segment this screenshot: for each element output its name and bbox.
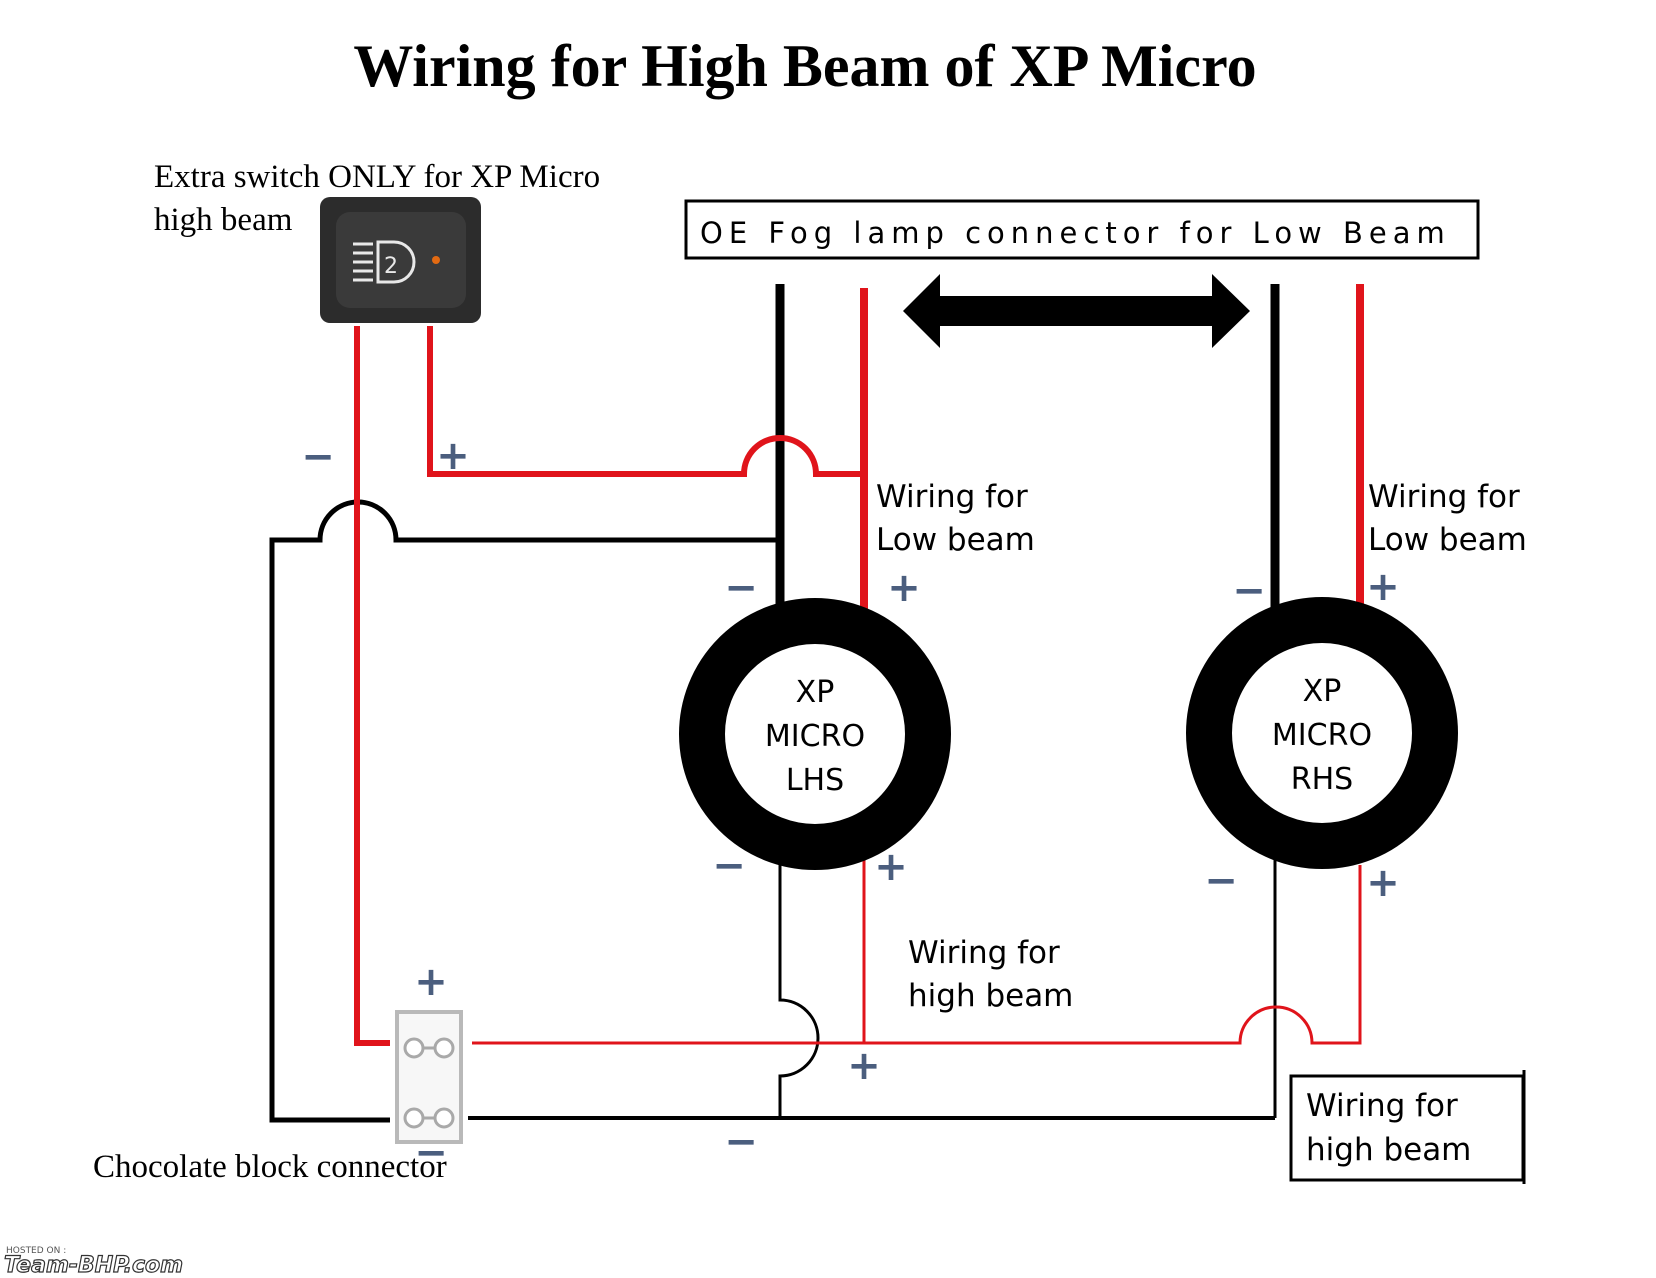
minus-sign: −: [724, 1119, 758, 1165]
negative-wires: [269, 284, 1280, 1123]
plus-sign: +: [887, 565, 921, 611]
plus-sign: +: [414, 959, 448, 1005]
watermark-hosted: HOSTED ON :: [6, 1246, 66, 1256]
low-beam-label-left-line2: Low beam: [876, 522, 1035, 558]
switch-label-line1: Extra switch ONLY for XP Micro: [154, 159, 600, 195]
low-beam-label-right-line1: Wiring for: [1368, 479, 1520, 515]
high-beam-label-box-line1: Wiring for: [1306, 1088, 1458, 1124]
plus-sign: +: [1366, 564, 1400, 610]
minus-sign: −: [1232, 568, 1266, 614]
plus-sign: +: [1366, 860, 1400, 906]
oe-connector-label: OE Fog lamp connector for Low Beam: [700, 216, 1451, 250]
watermark-brand: Team-BHP.com: [4, 1253, 183, 1278]
minus-sign: −: [724, 565, 758, 611]
lamp-lhs-line2: MICRO: [765, 719, 865, 754]
low-beam-label-left-line1: Wiring for: [876, 479, 1028, 515]
svg-text:2: 2: [384, 254, 398, 279]
plus-sign: +: [436, 433, 470, 479]
positive-wires: [354, 284, 1364, 1046]
minus-sign: −: [414, 1130, 448, 1176]
high-beam-switch-icon: 2: [320, 197, 481, 323]
polarity-signs: − + − + − + − + − + + + − −: [301, 433, 1400, 1176]
page-title: Wiring for High Beam of XP Micro: [353, 33, 1256, 99]
double-arrow-icon: [903, 274, 1250, 348]
minus-sign: −: [712, 843, 746, 889]
minus-sign: −: [301, 434, 335, 480]
chocolate-block-connector-icon: [395, 1010, 463, 1144]
high-beam-label-box-line2: high beam: [1306, 1132, 1471, 1168]
lamp-rhs-line3: RHS: [1291, 762, 1353, 797]
team-bhp-watermark: HOSTED ON : Team-BHP.com: [3, 1246, 183, 1278]
high-beam-label-mid-line1: Wiring for: [908, 935, 1060, 971]
lamp-rhs-line2: MICRO: [1272, 718, 1372, 753]
lamp-rhs-line1: XP: [1303, 674, 1342, 709]
low-beam-label-right-line2: Low beam: [1368, 522, 1527, 558]
plus-sign: +: [874, 844, 908, 890]
high-beam-label-mid-line2: high beam: [908, 978, 1073, 1014]
lamp-rhs: XP MICRO RHS: [1186, 597, 1458, 869]
switch-label-line2: high beam: [154, 202, 293, 238]
lamp-lhs-line3: LHS: [786, 763, 844, 798]
minus-sign: −: [1204, 858, 1238, 904]
plus-sign: +: [847, 1043, 881, 1089]
chocolate-block-label: Chocolate block connector: [93, 1149, 447, 1185]
lamp-lhs: XP MICRO LHS: [679, 598, 951, 870]
lamp-lhs-line1: XP: [796, 675, 835, 710]
oe-connector-box: [684, 199, 1480, 260]
